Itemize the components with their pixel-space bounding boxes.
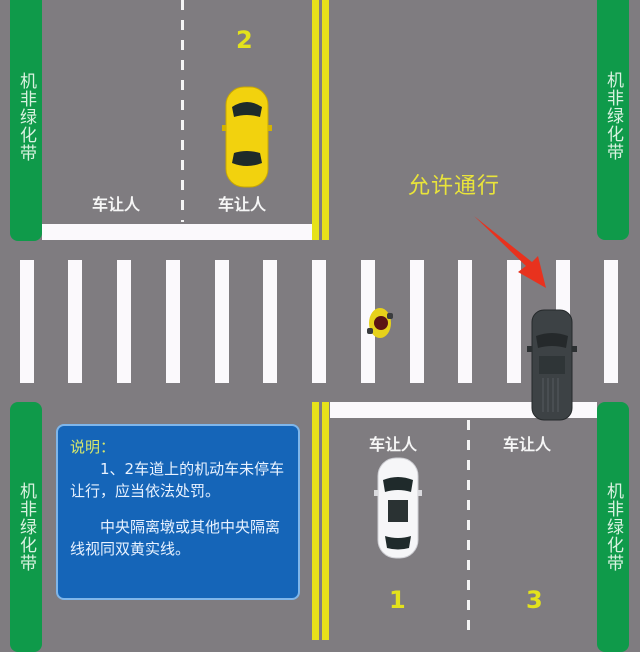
greenbelt-top-left: 机非绿化带 [10,0,42,241]
note-title: 说明： [70,438,116,456]
note-line-2: 中央隔离墩或其他中央隔离线视同双黄实线。 [70,518,281,558]
allow-pass-label: 允许通行 [408,174,501,199]
greenbelt-top-right: 机非绿化带 [597,0,629,240]
greenbelt-bottom-left: 机非绿化带 [10,402,42,652]
lane-number-2: 2 [236,26,253,54]
greenbelt-label: 机非绿化带 [16,71,36,162]
greenbelt-bottom-right: 机非绿化带 [597,402,629,652]
yield-label-top-right: 车让人 [218,195,267,214]
lane-number-1: 1 [389,586,406,614]
lane-divider-bottom [467,420,470,640]
note-line-1: 1、2车道上的机动车未停车让行，应当依法处罚。 [70,460,285,500]
double-yellow-line-bottom [312,402,330,640]
greenbelt-label: 机非绿化带 [603,482,623,572]
dark-suv-icon [527,309,577,421]
yield-label-bottom-right: 车让人 [503,435,552,454]
red-arrow-icon [474,216,546,288]
greenbelt-label: 机非绿化带 [16,482,36,572]
explanation-note: 说明： 1、2车道上的机动车未停车让行，应当依法处罚。 中央隔离墩或其他中央隔离… [56,424,300,600]
stop-line-top [42,224,312,240]
lane-divider-top [181,0,184,222]
double-yellow-line-top [312,0,330,240]
lane-number-3: 3 [526,586,543,614]
yield-label-top-left: 车让人 [92,195,141,214]
white-car-icon [374,457,422,559]
stop-line-bottom [330,402,597,418]
greenbelt-label: 机非绿化带 [603,71,623,161]
yellow-car-icon [222,86,272,188]
yield-label-bottom-left: 车让人 [369,435,418,454]
pedestrian-icon [367,308,393,338]
